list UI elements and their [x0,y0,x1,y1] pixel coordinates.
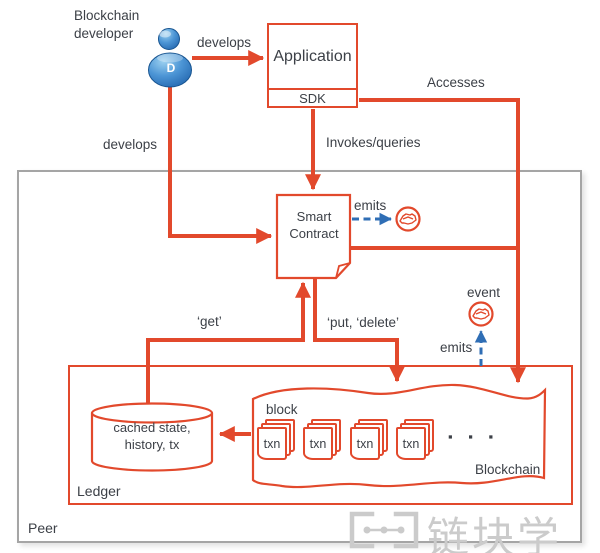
txn-stack: txn [257,419,299,463]
get-label: ‘get’ [197,314,222,329]
txn-label: txn [356,436,374,451]
state-db-label: cached state, history, tx [92,420,212,454]
ledger-label: Ledger [77,483,121,499]
smart-contract-label: Smart Contract [289,209,339,241]
block-label: block [266,402,298,417]
state-db-line2: history, tx [124,436,180,452]
develops-left-label: develops [103,137,158,152]
developer-label: Blockchain developer [74,8,140,41]
ellipsis: ▪ ▪ ▪ [448,429,500,444]
event-label: event [467,285,501,300]
txn-label: txn [402,436,420,451]
application-label: Application [273,47,352,65]
application-box: Application [267,23,358,90]
watermark-text: 链块学院 [427,514,563,553]
peer-label: Peer [28,520,58,536]
developer-badge: D [166,61,176,75]
txn-label: txn [309,436,327,451]
develops-top-label: develops [197,35,252,50]
put-delete-label: ‘put, ‘delete’ [327,315,400,330]
emits-top-label: emits [354,198,387,213]
txn-stack: txn [350,419,392,463]
emits-bottom-label: emits [440,340,473,355]
sdk-box: SDK [267,88,358,108]
blockchain-label: Blockchain [475,462,541,477]
state-db-line1: cached state, [113,420,191,435]
invokes-queries-label: Invokes/queries [326,135,421,150]
txn-stack: txn [303,419,345,463]
accesses-label: Accesses [427,75,485,90]
sdk-label: SDK [299,90,326,106]
txn-label: txn [263,436,281,451]
txn-stack: txn [396,419,438,463]
